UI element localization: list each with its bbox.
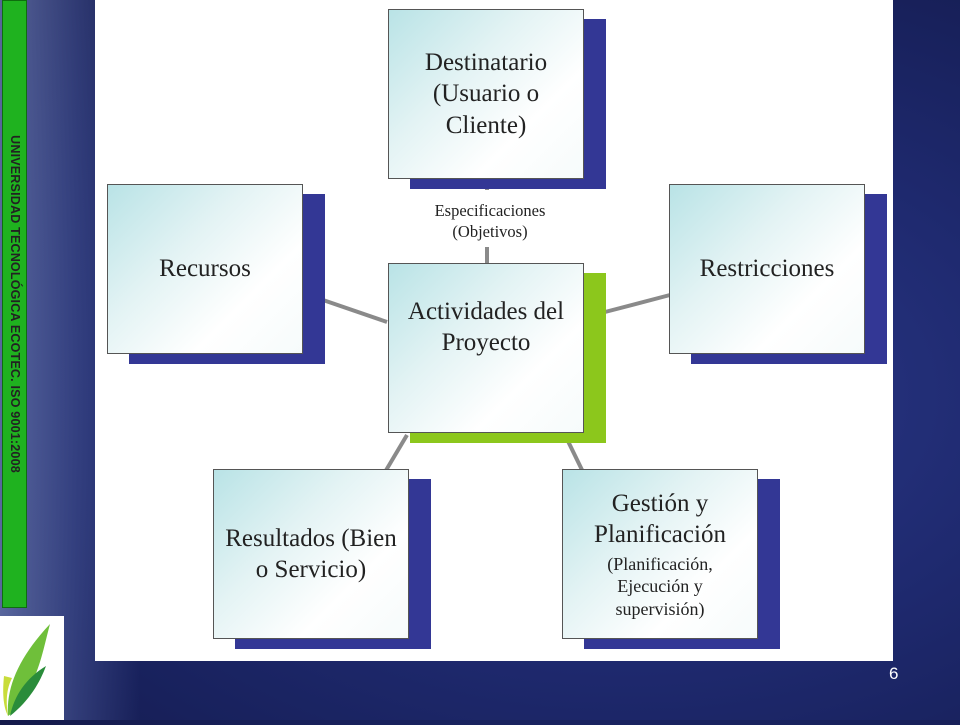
page-number: 6: [889, 664, 899, 683]
edge-label-especificaciones: Especificaciones (Objetivos): [434, 201, 546, 242]
node-actividades-title: Actividades del Proyecto: [407, 298, 565, 357]
node-destinatario-title: Destinatario (Usuario o Cliente): [424, 49, 548, 139]
connector-resultados: [383, 433, 409, 474]
node-recursos-title: Recursos: [159, 255, 251, 283]
node-gestion-title: Gestión y Planificación: [594, 490, 726, 549]
node-gestion-subtitle: (Planificación, Ejecución y supervisión): [607, 553, 713, 619]
node-resultados-title: Resultados (Bien o Servicio): [225, 524, 397, 583]
leaf-logo-icon: [3, 624, 50, 716]
connector-restricciones: [604, 293, 671, 314]
node-recursos: Recursos: [107, 184, 325, 364]
node-gestion: Gestión y Planificación (Planificación, …: [562, 469, 780, 649]
connector-recursos: [322, 298, 388, 324]
node-resultados: Resultados (Bien o Servicio): [213, 469, 431, 649]
node-actividades: Actividades del Proyecto: [388, 263, 606, 443]
node-restricciones: Restricciones: [669, 184, 887, 364]
diagram-panel: Destinatario (Usuario o Cliente) Especif…: [95, 0, 893, 661]
university-logo: [0, 616, 64, 720]
university-banner: UNIVERSIDAD TECNOLÓGICA ECOTEC. ISO 9001…: [2, 0, 27, 608]
node-restricciones-title: Restricciones: [699, 255, 835, 283]
university-banner-text: UNIVERSIDAD TECNOLÓGICA ECOTEC. ISO 9001…: [7, 135, 22, 473]
node-destinatario: Destinatario (Usuario o Cliente): [388, 9, 606, 189]
